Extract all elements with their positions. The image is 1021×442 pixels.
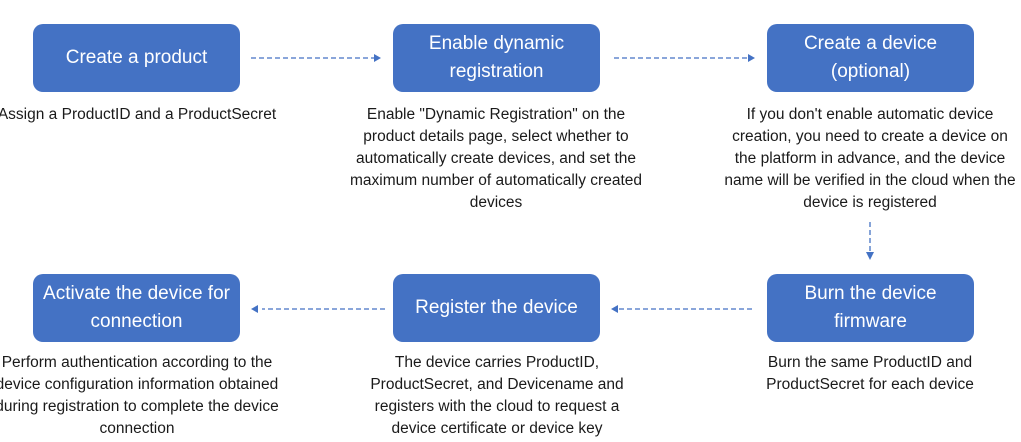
step-create-device-box: Create a device (optional) bbox=[767, 24, 974, 92]
step-title: Register the device bbox=[415, 297, 578, 318]
step-create-product-description: Assign a ProductID and a ProductSecret bbox=[0, 106, 277, 123]
step-activate-device-description: Perform authentication according to the … bbox=[0, 354, 279, 437]
step-register-device-description: The device carries ProductID, ProductSec… bbox=[370, 354, 624, 437]
step-title: Burn the device firmware bbox=[804, 283, 937, 332]
step-burn-firmware-box: Burn the device firmware bbox=[767, 274, 974, 342]
arrow-head-down-icon bbox=[866, 252, 874, 260]
step-title: Enable dynamic registration bbox=[428, 33, 565, 82]
arrow-head-right-icon bbox=[748, 54, 755, 62]
step-title: Create a device (optional) bbox=[803, 33, 938, 82]
step-title: Create a product bbox=[65, 47, 208, 68]
step-create-product-box: Create a product bbox=[33, 24, 240, 92]
arrow-head-left-icon bbox=[611, 305, 618, 313]
arrow-head-left-icon bbox=[251, 305, 258, 313]
arrow-head-right-icon bbox=[374, 54, 381, 62]
step-enable-dynamic-registration-description: Enable "Dynamic Registration" on the pro… bbox=[349, 106, 643, 211]
step-title: Activate the device for connection bbox=[43, 283, 230, 332]
step-register-device-box: Register the device bbox=[393, 274, 600, 342]
step-burn-firmware-description: Burn the same ProductID and ProductSecre… bbox=[766, 354, 974, 393]
step-activate-device-box: Activate the device for connection bbox=[33, 274, 240, 342]
step-enable-dynamic-registration-box: Enable dynamic registration bbox=[393, 24, 600, 92]
step-create-device-description: If you don't enable automatic device cre… bbox=[724, 106, 1016, 211]
